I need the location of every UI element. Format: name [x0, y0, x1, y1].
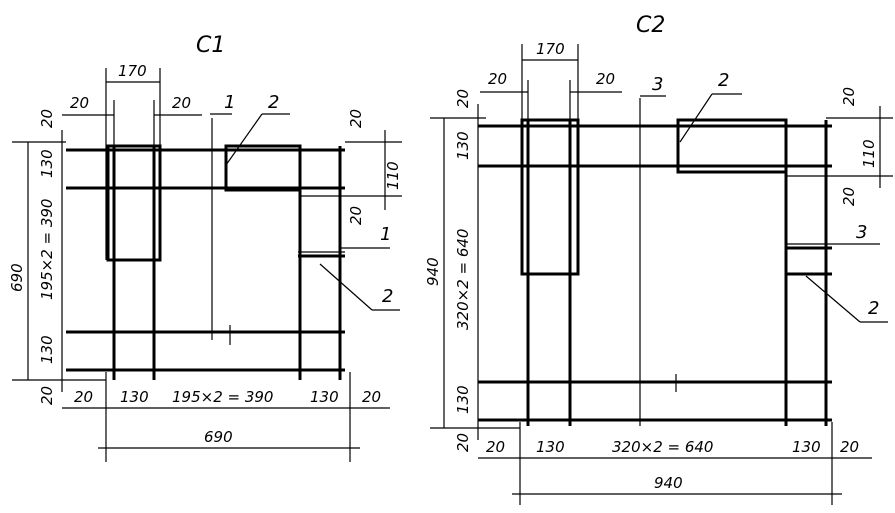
c1-dim-170: 170 — [118, 62, 147, 80]
c1-v-130-bottom: 130 — [38, 335, 56, 364]
c1-b-total: 690 — [204, 428, 233, 446]
c1-mark-1b: 1 — [380, 224, 391, 245]
c2-right-110: 110 — [860, 139, 878, 168]
c2-b-130-left: 130 — [536, 438, 565, 456]
c1-v-20-bottom: 20 — [38, 386, 56, 405]
c1-b-130-left: 130 — [120, 388, 149, 406]
c2-v-130-bottom: 130 — [454, 385, 472, 414]
c2-v-130-top: 130 — [454, 131, 472, 160]
c2-mark-3b: 3 — [856, 222, 867, 243]
c1-right-20-mid: 20 — [347, 206, 365, 225]
c2-mark-3: 3 — [652, 74, 663, 95]
c2-b-20-right: 20 — [840, 438, 859, 456]
c2-anchor-top — [676, 118, 788, 174]
c1-v-middle: 195×2 = 390 — [38, 199, 56, 300]
c2-right-20-mid: 20 — [840, 187, 858, 206]
c1-anchor-left — [106, 144, 162, 262]
c2-mark-2: 2 — [718, 70, 729, 91]
c1-right-110: 110 — [384, 161, 402, 190]
c1-leader-2 — [225, 113, 263, 166]
c2-b-20-left: 20 — [486, 438, 505, 456]
c1-mark-1: 1 — [224, 92, 235, 113]
c1-b-middle: 195×2 = 390 — [172, 388, 273, 406]
c2-leader-2 — [679, 93, 713, 143]
c2-title: С2 — [636, 13, 665, 38]
c1-v-total: 690 — [8, 263, 26, 292]
c2-anchor-left — [520, 118, 580, 276]
c2-b-130-right: 130 — [792, 438, 821, 456]
c1-right-20-top: 20 — [347, 109, 365, 128]
c2-b-middle: 320×2 = 640 — [612, 438, 713, 456]
c2-v-20-top: 20 — [454, 89, 472, 108]
c1-anchor-top — [224, 144, 302, 192]
c2-v-20-bottom: 20 — [454, 433, 472, 452]
c2-b-total: 940 — [654, 474, 683, 492]
c2-right-20-top: 20 — [840, 87, 858, 106]
c1-b-20-right: 20 — [362, 388, 381, 406]
c2-v-total: 940 — [424, 257, 442, 286]
mesh-c1: С1 170 20 20 1 2 — [8, 33, 402, 462]
c2-mark-2b: 2 — [868, 298, 879, 319]
c1-title: С1 — [196, 33, 225, 58]
c1-v-130-top: 130 — [38, 149, 56, 178]
c1-dim-20-right: 20 — [172, 94, 191, 112]
c1-leader-2b — [319, 263, 373, 311]
c2-dim-170: 170 — [536, 40, 565, 58]
c1-mark-2b: 2 — [382, 286, 393, 307]
c1-v-20-top: 20 — [38, 109, 56, 128]
mesh-c2: С2 170 20 20 3 2 — [424, 13, 893, 505]
c2-v-middle: 320×2 = 640 — [454, 229, 472, 330]
c1-b-130-right: 130 — [310, 388, 339, 406]
c2-dim-20-left: 20 — [488, 70, 507, 88]
c2-dim-20-right: 20 — [596, 70, 615, 88]
c1-dim-20-left: 20 — [70, 94, 89, 112]
c1-mark-2: 2 — [268, 92, 279, 113]
c1-b-20-left: 20 — [74, 388, 93, 406]
c2-leader-2b — [805, 275, 861, 323]
